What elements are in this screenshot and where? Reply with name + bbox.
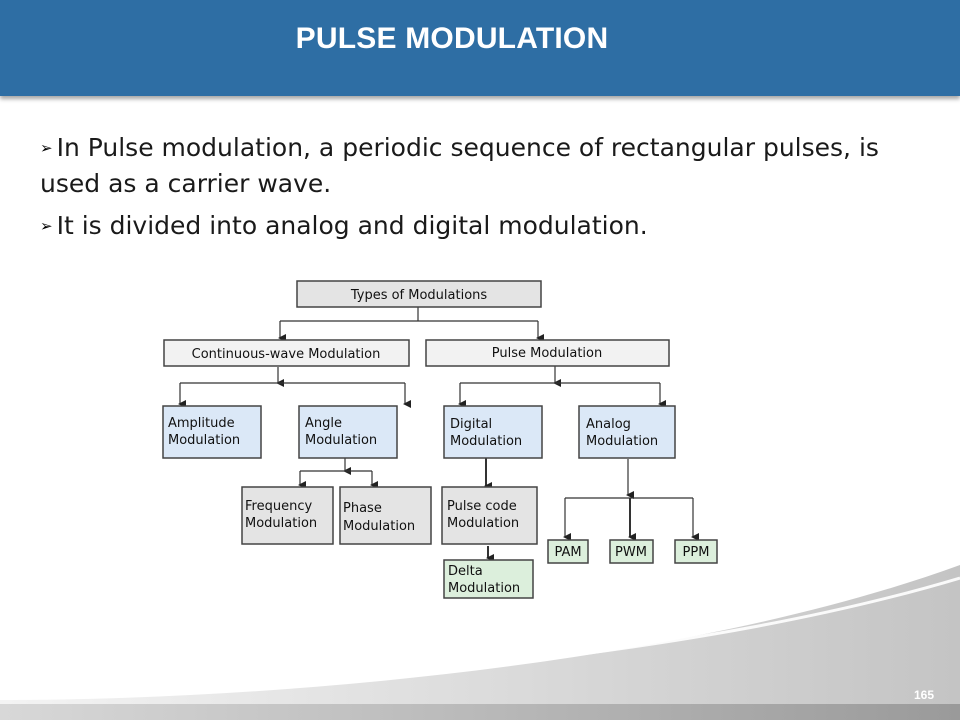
box-pulse-modulation bbox=[425, 339, 670, 367]
label-angle-2: Modulation bbox=[305, 433, 377, 448]
bullet-text: In Pulse modulation, a periodic sequence… bbox=[40, 133, 879, 198]
label-phase-1: Phase bbox=[343, 501, 382, 516]
label-pulse-modulation: Pulse Modulation bbox=[492, 346, 603, 361]
label-amplitude-1: Amplitude bbox=[168, 416, 235, 431]
label-ppm: PPM bbox=[683, 545, 710, 560]
label-continuous-wave: Continuous-wave Modulation bbox=[192, 347, 381, 362]
box-angle bbox=[298, 405, 398, 459]
label-pcm-2: Modulation bbox=[447, 516, 519, 531]
box-frequency bbox=[241, 486, 334, 545]
box-ppm bbox=[674, 539, 718, 564]
label-analog-1: Analog bbox=[586, 417, 631, 432]
box-analog bbox=[578, 405, 676, 459]
bullet-item: ➢In Pulse modulation, a periodic sequenc… bbox=[40, 130, 930, 202]
connector-lines bbox=[178, 307, 699, 562]
box-pcm bbox=[441, 486, 538, 545]
label-pwm: PWM bbox=[615, 545, 647, 560]
label-types-of-modulations: Types of Modulations bbox=[350, 288, 488, 303]
arrowhead-bullet-icon: ➢ bbox=[40, 139, 53, 157]
label-pam: PAM bbox=[554, 545, 581, 560]
title-bar: PULSE MODULATION bbox=[0, 0, 960, 96]
box-phase bbox=[339, 486, 432, 545]
box-pam bbox=[547, 539, 589, 564]
diagram-labels: Types of Modulations Continuous-wave Mod… bbox=[168, 288, 709, 596]
label-digital-1: Digital bbox=[450, 417, 492, 432]
label-frequency-1: Frequency bbox=[245, 499, 312, 514]
arrowhead-bullet-icon: ➢ bbox=[40, 217, 53, 235]
label-pcm-1: Pulse code bbox=[447, 499, 517, 514]
footer-bar bbox=[0, 704, 960, 720]
bullet-text: It is divided into analog and digital mo… bbox=[56, 211, 648, 240]
box-pwm bbox=[609, 539, 654, 564]
footer-swoosh-shape bbox=[0, 565, 960, 720]
label-phase-2: Modulation bbox=[343, 519, 415, 534]
label-frequency-2: Modulation bbox=[245, 516, 317, 531]
label-digital-2: Modulation bbox=[450, 434, 522, 449]
label-angle-1: Angle bbox=[305, 416, 342, 431]
label-delta-2: Modulation bbox=[448, 581, 520, 596]
diagram-boxes bbox=[162, 280, 718, 599]
box-types-of-modulations bbox=[296, 280, 542, 308]
label-amplitude-2: Modulation bbox=[168, 433, 240, 448]
label-analog-2: Modulation bbox=[586, 434, 658, 449]
box-continuous-wave bbox=[163, 339, 410, 367]
box-delta bbox=[443, 559, 534, 599]
box-digital bbox=[443, 405, 543, 459]
slide-title: PULSE MODULATION bbox=[295, 22, 609, 55]
box-amplitude bbox=[162, 405, 262, 459]
page-number: 165 bbox=[913, 688, 934, 702]
bullet-item: ➢It is divided into analog and digital m… bbox=[40, 208, 930, 244]
bullet-list: ➢In Pulse modulation, a periodic sequenc… bbox=[40, 130, 930, 250]
label-delta-1: Delta bbox=[448, 564, 483, 579]
